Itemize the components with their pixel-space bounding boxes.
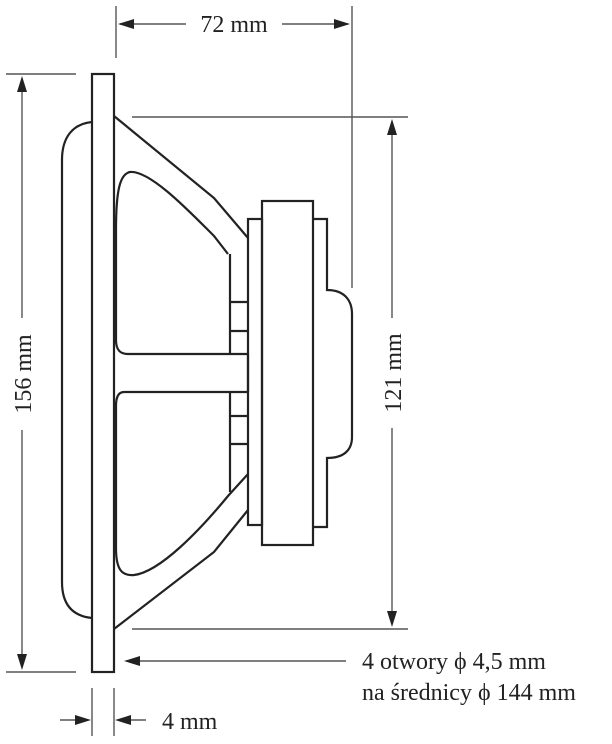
mounting-holes-line2: na średnicy ϕ 144 mm — [362, 680, 576, 706]
speaker-outline — [60, 72, 354, 674]
dimension-cutout-height: 121 mm — [132, 116, 408, 630]
mounting-holes-callout: 4 otwory ϕ 4,5 mm na średnicy ϕ 144 mm — [124, 649, 576, 706]
basket-upper-arm — [113, 115, 249, 239]
front-gasket — [60, 120, 93, 620]
top-plate — [246, 217, 264, 527]
back-plate — [313, 217, 354, 529]
dimension-flange-thickness: 4 mm — [60, 688, 218, 736]
basket-lower-arm — [113, 509, 249, 630]
overall-height-label: 156 mm — [11, 334, 37, 414]
depth-label: 72 mm — [200, 12, 268, 38]
basket-lower-window — [114, 390, 249, 577]
cutout-height-label: 121 mm — [381, 333, 407, 413]
dimension-overall-height: 156 mm — [6, 73, 76, 673]
basket-upper-window — [114, 170, 248, 356]
magnet — [260, 199, 315, 547]
flange-thickness-label: 4 mm — [162, 709, 218, 735]
dimension-depth: 72 mm — [115, 6, 353, 288]
front-flange — [90, 72, 116, 674]
mounting-holes-line1: 4 otwory ϕ 4,5 mm — [362, 649, 546, 675]
